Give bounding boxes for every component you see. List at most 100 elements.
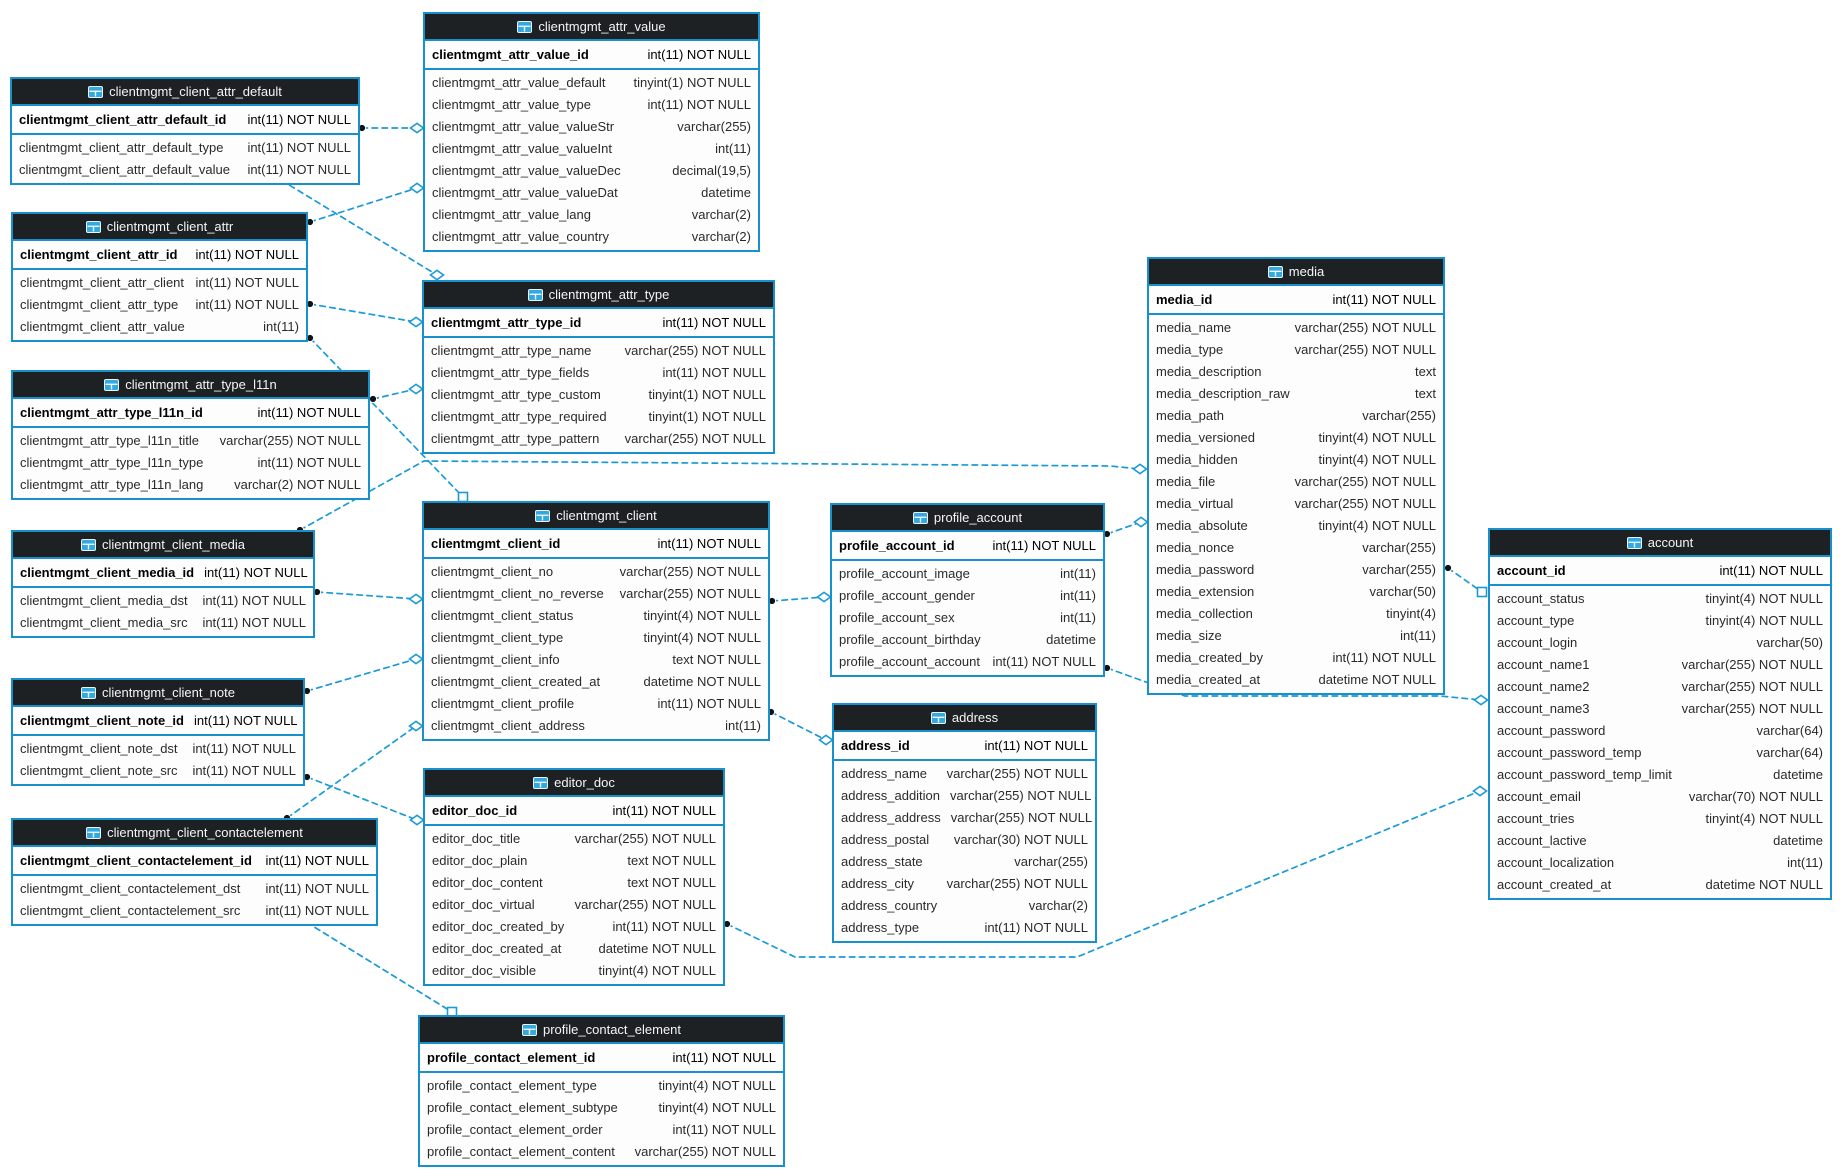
table-header[interactable]: account	[1490, 530, 1830, 557]
relationship-fk-client-to-address[interactable]	[766, 707, 834, 746]
table-header[interactable]: profile_contact_element	[420, 1017, 783, 1044]
relationship-fk-client-attr-default-to-attr-value[interactable]	[357, 122, 425, 134]
relationship-fk-client-to-profile-account[interactable]	[767, 591, 832, 606]
table-header[interactable]: profile_account	[832, 505, 1103, 532]
table-header[interactable]: clientmgmt_client_note	[13, 680, 303, 707]
table-header[interactable]: editor_doc	[425, 770, 723, 797]
table-header[interactable]: clientmgmt_attr_value	[425, 14, 758, 41]
relationship-fk-client-note-to-editor-doc[interactable]	[302, 772, 425, 826]
table-header[interactable]: clientmgmt_client	[424, 503, 768, 530]
relationship-fk-profile-account-to-media[interactable]	[1102, 516, 1149, 539]
relationship-fk-client-attr-to-attr-value[interactable]	[305, 182, 425, 227]
table-header[interactable]: address	[834, 705, 1095, 732]
table-header[interactable]: clientmgmt_attr_type	[424, 282, 773, 309]
table-clientmgmt_attr_value[interactable]: clientmgmt_attr_value clientmgmt_attr_val…	[423, 12, 760, 252]
table-header[interactable]: clientmgmt_attr_type_l11n	[13, 372, 368, 399]
relationship-fk-media-to-account[interactable]	[1443, 563, 1488, 598]
relationship-fk-attr-type-l11n-to-attr-type[interactable]	[368, 383, 424, 404]
